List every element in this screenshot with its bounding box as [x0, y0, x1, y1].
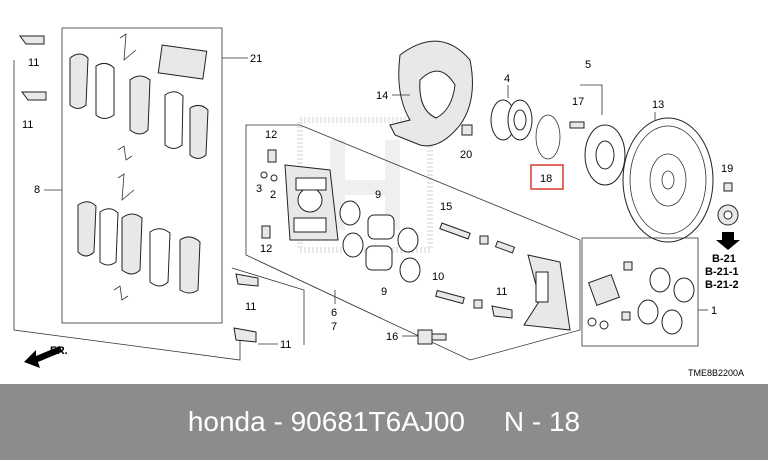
hub-nut [717, 204, 739, 226]
label-16: 16 [386, 331, 398, 343]
caption-ref-number: 18 [548, 406, 581, 437]
pad-clips-left [19, 35, 47, 101]
caption-bar: honda - 90681T6AJ00 N - 18 [0, 384, 768, 460]
ref-1: B-21 [712, 253, 736, 265]
caliper-frame [245, 124, 581, 361]
label-18: 18 [540, 173, 552, 185]
label-6: 6 [331, 307, 337, 319]
wheel-hub [584, 124, 626, 186]
label-10: 10 [432, 271, 444, 283]
bracket-bolt [417, 329, 447, 345]
label-9a: 9 [375, 189, 381, 201]
splash-shield [389, 40, 473, 147]
label-8: 8 [34, 184, 40, 196]
seal-kit-frame [581, 237, 699, 347]
label-2: 2 [270, 189, 276, 201]
brake-pads-upper [69, 33, 209, 161]
ref-3: B-21-2 [705, 279, 739, 291]
outer-frame-8 [13, 60, 241, 361]
label-12a: 12 [265, 129, 277, 141]
label-5: 5 [585, 59, 591, 71]
label-17: 17 [572, 96, 584, 108]
label-19: 19 [721, 163, 733, 175]
caption-text: honda - 90681T6AJ00 N - 18 [0, 384, 768, 460]
clip-frame [231, 267, 305, 345]
snap-ring [535, 114, 561, 160]
label-14: 14 [376, 90, 388, 102]
label-11b: 11 [22, 119, 33, 131]
label-11e: 11 [280, 339, 291, 351]
slide-pins [435, 222, 516, 309]
label-11a: 11 [28, 57, 39, 69]
highlight-box [530, 164, 564, 190]
caption-part-number: 90681T6AJ00 [290, 406, 465, 437]
hub-bearing [490, 99, 533, 141]
label-9b: 9 [381, 286, 387, 298]
caption-separator: - [265, 406, 291, 437]
brake-pads-lower [77, 173, 201, 301]
label-12b: 12 [260, 243, 272, 255]
caption-ref-prefix: N - [503, 406, 549, 437]
clip-lower-b [233, 327, 257, 343]
label-11c: 11 [496, 286, 507, 298]
label-11d: 11 [245, 301, 256, 313]
brake-disc [622, 117, 714, 243]
disc-screw [723, 182, 733, 192]
label-1: 1 [711, 305, 717, 317]
ref-2: B-21-1 [705, 266, 739, 278]
arrow-down-icon [716, 232, 740, 250]
caption-gap [465, 406, 504, 437]
label-4: 4 [504, 73, 510, 85]
exploded-view: 21 8 [13, 27, 744, 378]
caliper-bracket [523, 254, 571, 331]
label-3: 3 [256, 183, 262, 195]
front-label: FR. [50, 345, 68, 357]
shield-bolt [461, 124, 473, 136]
caption-brand: honda [187, 406, 266, 437]
wheel-stud [569, 121, 585, 129]
front-arrow-icon [24, 346, 62, 368]
pistons-and-seals [339, 200, 421, 283]
label-20: 20 [460, 149, 472, 161]
bracket-clip [491, 305, 513, 319]
leader-5 [580, 84, 603, 115]
label-21: 21 [250, 53, 262, 65]
pad-set-frame [61, 27, 223, 324]
label-13: 13 [652, 99, 664, 111]
caliper-body [284, 164, 339, 241]
clip-lower-a [235, 273, 259, 287]
label-7: 7 [331, 321, 337, 333]
parts-diagram: 21 8 [13, 27, 745, 378]
seal-kit-parts [587, 261, 695, 335]
diagram-code: TME8B2200A [688, 368, 744, 378]
label-15: 15 [440, 201, 452, 213]
bleeder-bolts [260, 149, 278, 239]
